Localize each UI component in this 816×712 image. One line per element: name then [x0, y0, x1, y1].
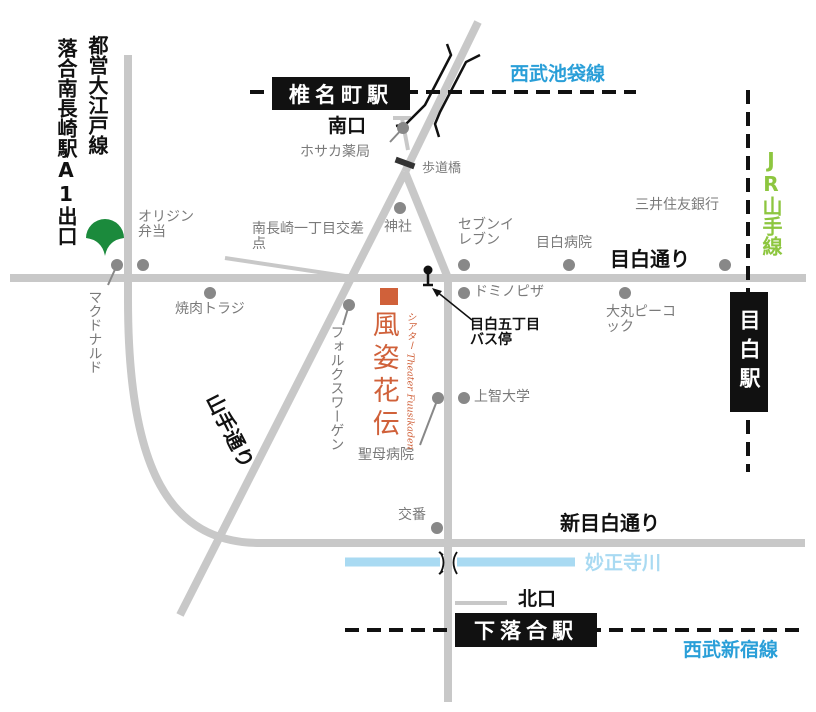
road-left-curve — [124, 55, 805, 547]
road-yamate-dori — [176, 170, 409, 617]
station-shimoochiai: 下落合駅 — [455, 613, 597, 647]
poi-intersection: 南長崎一丁目交差点 — [252, 221, 364, 253]
line-jr-yamanote: JR山手線 — [759, 148, 783, 256]
poi-dots — [107, 122, 731, 534]
footbridge-icon — [394, 156, 416, 170]
line-toei-oedo: 都営大江戸線 — [85, 35, 109, 155]
poi-koban: 交番 — [398, 507, 426, 523]
poi-yakiniku: 焼肉トラジ — [175, 301, 245, 317]
poi-volkswagen: フォルクスワーゲン — [328, 325, 345, 451]
line-seibu-ikebukuro: 西武池袋線 — [510, 63, 606, 85]
toei-subway-icon — [86, 219, 124, 256]
theater-subtitle: シアター Theater Fuusikaden — [404, 312, 416, 450]
station-shiinamachi: 椎名町駅 — [272, 77, 410, 110]
exit-south: 南口 — [328, 115, 367, 137]
poi-dominos: ドミノピザ — [474, 284, 544, 300]
road-label-mejiro-dori: 目白通り — [610, 247, 690, 271]
theater-name: 風姿花伝 — [367, 310, 399, 442]
poi-shrine: 神社 — [384, 219, 412, 235]
line-seibu-shinjuku: 西武新宿線 — [683, 639, 779, 661]
poi-footbridge: 歩道橋 — [422, 161, 462, 176]
poi-mcdonalds: マクドナルド — [86, 290, 103, 374]
river-label: 妙正寺川 — [585, 552, 662, 574]
poi-seibo-hospital: 聖母病院 — [358, 447, 414, 463]
poi-daimaru: 大丸ピーコック — [606, 304, 676, 336]
station-ochiai-minami-nagasaki: 落合南長崎駅A1出口 — [54, 38, 78, 246]
exit-north: 北口 — [518, 588, 557, 610]
road-branch — [401, 170, 452, 280]
poi-origin: オリジン弁当 — [138, 209, 194, 241]
theater-marker — [380, 288, 398, 305]
road-label-shin-mejiro-dori: 新目白通り — [560, 511, 660, 535]
bus-stop-icon — [423, 265, 473, 321]
poi-seven-eleven: セブンイレブン — [458, 217, 514, 249]
station-mejiro: 目白駅 — [730, 292, 768, 412]
poi-bus-stop: 目白五丁目バス停 — [470, 317, 540, 349]
road-north — [401, 20, 482, 174]
road-small — [224, 256, 346, 278]
poi-mitsui: 三井住友銀行 — [635, 197, 719, 213]
poi-hosaka: ホサカ薬局 — [300, 144, 370, 160]
poi-mejiro-hospital: 目白病院 — [536, 235, 592, 251]
bridge-icon — [438, 551, 458, 575]
poi-sophia: 上智大学 — [474, 389, 530, 405]
